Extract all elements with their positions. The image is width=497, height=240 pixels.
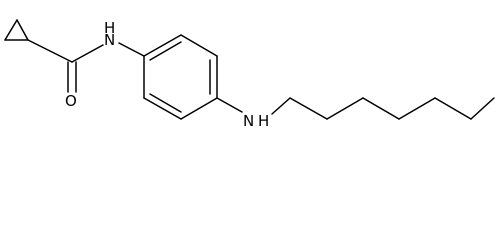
benzene-bond-4 [180, 97, 218, 120]
amide-hydrogen-label: H [104, 19, 115, 37]
benzene-inner-bond-3 [149, 93, 182, 113]
benzene-inner-bond-1 [149, 41, 182, 61]
nitrogen-to-ring-bond [118, 42, 145, 57]
benzene-ring [143, 34, 218, 120]
canvas-background [0, 0, 497, 138]
chemical-structure: O N H N H [0, 0, 497, 138]
heptyl-bond-7 [470, 97, 495, 120]
carbonyl-oxygen-label: O [65, 92, 77, 110]
carbonyl-to-nitrogen-bond [71, 44, 104, 63]
amine-hydrogen-label: H [258, 112, 269, 130]
heptyl-bond-6 [434, 97, 472, 120]
cyclopropyl-bond-right [16, 19, 29, 41]
heptyl-bond-4 [362, 97, 400, 120]
cyclopropyl-bond-left [4, 19, 18, 41]
benzene-bond-5 [143, 97, 182, 120]
benzene-bond-1 [143, 34, 182, 57]
heptyl-bond-1 [271, 97, 291, 115]
ring-to-amine-bond [216, 97, 243, 113]
amide-group: O N H [27, 19, 145, 110]
heptylamino-group: N H [216, 97, 495, 130]
ring-to-carbonyl-bond [27, 39, 73, 63]
cyclopropyl-ring [4, 19, 29, 41]
heptyl-bond-3 [326, 97, 364, 120]
amide-nitrogen-label: N [104, 31, 115, 49]
heptyl-bond-5 [398, 97, 436, 120]
benzene-bond-2 [180, 34, 218, 57]
amine-nitrogen-label: N [243, 112, 254, 130]
heptyl-bond-2 [289, 97, 328, 120]
